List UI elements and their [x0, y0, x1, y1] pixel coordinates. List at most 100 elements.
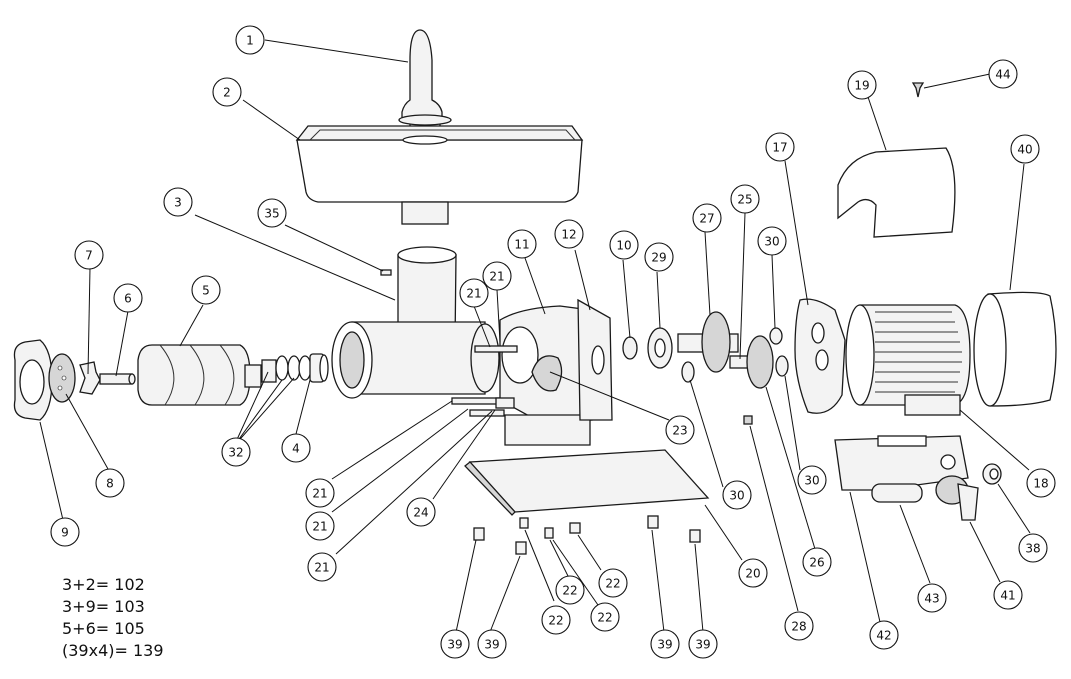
callout-circle — [797, 465, 827, 495]
callout-c29: 29 — [644, 242, 674, 272]
callout-c21b: 21 — [482, 261, 512, 291]
callout-circle — [477, 629, 507, 659]
callout-circle — [305, 478, 335, 508]
callout-c11: 11 — [507, 229, 537, 259]
callout-c10: 10 — [609, 230, 639, 260]
callout-c23: 23 — [665, 415, 695, 445]
callout-c19: 19 — [847, 70, 877, 100]
callout-label: 21 — [314, 561, 329, 575]
callout-label: 11 — [514, 238, 529, 252]
callout-circle — [507, 229, 537, 259]
callout-label: 8 — [106, 477, 114, 491]
callout-c6: 6 — [113, 283, 143, 313]
callout-label: 39 — [484, 638, 499, 652]
callout-circle — [692, 203, 722, 233]
part-motor-flange — [794, 298, 846, 414]
part-tray — [295, 125, 584, 225]
callout-circle — [765, 132, 795, 162]
callout-c24: 24 — [406, 497, 436, 527]
callout-circle — [281, 433, 311, 463]
part-ring-nut — [13, 339, 53, 421]
part-base-plate — [464, 449, 710, 516]
callout-label: 22 — [605, 577, 620, 591]
callout-circle — [459, 278, 489, 308]
callout-c30b: 30 — [722, 480, 752, 510]
callout-c18: 18 — [1026, 468, 1056, 498]
callout-label: 35 — [264, 207, 279, 221]
callout-circle — [1018, 533, 1048, 563]
part-capacitor — [871, 483, 923, 503]
callout-label: 27 — [699, 212, 714, 226]
leader-lines — [39, 39, 1031, 633]
callout-label: 5 — [202, 284, 210, 298]
callout-circle — [784, 611, 814, 641]
callout-c44: 44 — [988, 59, 1018, 89]
callout-label: 39 — [695, 638, 710, 652]
callout-c42: 42 — [869, 620, 899, 650]
callout-circle — [554, 219, 584, 249]
callout-label: 2 — [223, 86, 231, 100]
callout-label: 21 — [312, 520, 327, 534]
callout-circle — [50, 517, 80, 547]
callout-label: 4 — [292, 442, 300, 456]
callout-label: 21 — [489, 270, 504, 284]
callout-c1: 1 — [235, 25, 265, 55]
callout-circle — [541, 605, 571, 635]
callout-circle — [1026, 468, 1056, 498]
callout-c26: 26 — [802, 547, 832, 577]
callout-c43: 43 — [917, 583, 947, 613]
part-knife — [79, 361, 101, 395]
callout-c12: 12 — [554, 219, 584, 249]
formula-line: (39x4)= 139 — [62, 641, 164, 660]
callout-label: 19 — [854, 79, 869, 93]
callout-label: 30 — [729, 489, 744, 503]
callout-c38: 38 — [1018, 533, 1048, 563]
part-flange — [577, 298, 613, 421]
part-bushing — [309, 353, 329, 383]
part-grinder-head — [331, 246, 500, 399]
callout-c28: 28 — [784, 611, 814, 641]
callout-label: 3 — [174, 196, 182, 210]
callout-label: 9 — [61, 526, 69, 540]
callout-circle — [757, 226, 787, 256]
callout-label: 42 — [876, 629, 891, 643]
part-motor — [845, 304, 971, 416]
callout-circle — [665, 415, 695, 445]
callout-circle — [235, 25, 265, 55]
callout-circle — [74, 240, 104, 270]
callout-circle — [847, 70, 877, 100]
callout-circle — [688, 629, 718, 659]
callout-c25: 25 — [730, 184, 760, 214]
part-screw-44 — [911, 82, 925, 98]
callout-c30c: 30 — [797, 465, 827, 495]
callout-label: 26 — [809, 556, 824, 570]
part-plate — [48, 353, 76, 403]
callout-c22d: 22 — [590, 602, 620, 632]
callout-label: 25 — [737, 193, 752, 207]
part-small-bearings — [769, 327, 789, 377]
callout-circle — [305, 511, 335, 541]
callout-circle — [163, 187, 193, 217]
callout-circle — [869, 620, 899, 650]
callout-label: 30 — [804, 474, 819, 488]
callout-circle — [191, 275, 221, 305]
part-switch-box — [834, 435, 969, 491]
callout-label: 22 — [562, 584, 577, 598]
callout-label: 18 — [1033, 477, 1048, 491]
callout-label: 40 — [1017, 143, 1032, 157]
callout-circle — [644, 242, 674, 272]
callout-label: 22 — [548, 614, 563, 628]
callout-circle — [722, 480, 752, 510]
callout-label: 29 — [651, 251, 666, 265]
part-worm — [137, 344, 262, 406]
callout-c5: 5 — [191, 275, 221, 305]
callout-circle — [406, 497, 436, 527]
callout-label: 30 — [764, 235, 779, 249]
callout-c22a: 22 — [555, 575, 585, 605]
callout-circle — [917, 583, 947, 613]
formula-line: 3+9= 103 — [62, 597, 145, 616]
callout-label: 28 — [791, 620, 806, 634]
callout-label: 43 — [924, 592, 939, 606]
callout-label: 23 — [672, 424, 687, 438]
